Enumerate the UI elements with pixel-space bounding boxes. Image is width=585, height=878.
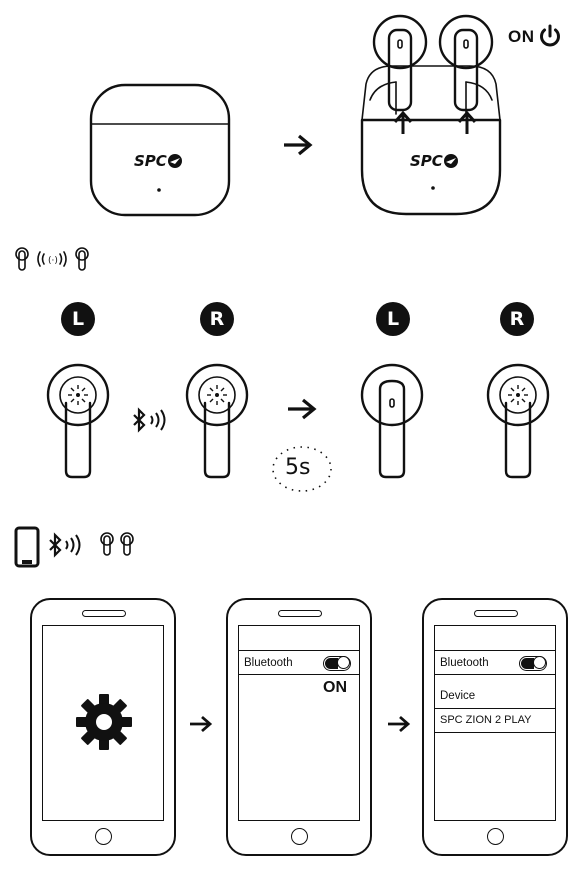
bluetooth-toggle[interactable] <box>323 656 351 671</box>
gear-icon <box>76 694 132 750</box>
badge-left-1: L <box>61 302 95 336</box>
case-logo-left: SPC <box>134 152 167 170</box>
screen-divider <box>239 650 359 651</box>
bluetooth-label: Bluetooth <box>244 657 293 669</box>
logo-swoosh-icon <box>444 154 458 168</box>
phone-screen: Bluetooth Device SPC ZION 2 PLAY <box>434 625 556 821</box>
screen-divider <box>239 674 359 675</box>
phone-speaker <box>82 610 126 617</box>
bluetooth-row[interactable]: Bluetooth <box>239 653 359 673</box>
svg-text:(·): (·) <box>48 256 58 266</box>
timer-icon <box>272 446 332 492</box>
screen-divider <box>435 650 555 651</box>
badge-right-2: R <box>500 302 534 336</box>
phone-home-button <box>487 828 504 845</box>
phone-bluetooth-earbuds-icon <box>14 526 134 568</box>
badge-left-2: L <box>376 302 410 336</box>
up-arrow-icon <box>393 110 413 134</box>
device-section-label: Device <box>440 690 476 702</box>
phone-screen: Bluetooth ON <box>238 625 360 821</box>
device-list-item[interactable]: SPC ZION 2 PLAY <box>435 710 555 730</box>
earbud-left-led <box>46 363 110 479</box>
charging-case-open <box>360 14 502 216</box>
phone-3: Bluetooth Device SPC ZION 2 PLAY <box>422 598 568 856</box>
on-label: ON <box>508 27 535 46</box>
up-arrow-icon <box>457 110 477 134</box>
case-logo-right: SPC <box>410 152 443 170</box>
arrow-right-2 <box>288 398 317 420</box>
bluetooth-toggle[interactable] <box>519 656 547 671</box>
power-icon <box>540 24 560 47</box>
arrow-right-3 <box>190 715 213 733</box>
screen-divider <box>435 732 555 733</box>
earbud-right-led-2 <box>486 363 550 479</box>
charging-case-closed <box>89 83 231 217</box>
arrow-right-1 <box>284 134 313 156</box>
bluetooth-row[interactable]: Bluetooth <box>435 653 555 673</box>
earbud-left-plain <box>360 363 424 479</box>
phone-home-button <box>291 828 308 845</box>
phone-speaker <box>278 610 322 617</box>
screen-divider <box>435 708 555 709</box>
phone-2: Bluetooth ON <box>226 598 372 856</box>
badge-right-1: R <box>200 302 234 336</box>
device-name: SPC ZION 2 PLAY <box>440 714 532 726</box>
phone-1 <box>30 598 176 856</box>
bluetooth-signal-icon <box>133 407 166 433</box>
logo-swoosh-icon <box>168 154 182 168</box>
bluetooth-label: Bluetooth <box>440 657 489 669</box>
earbud-pair-signal-icon: (·) <box>15 247 89 271</box>
phone-home-button <box>95 828 112 845</box>
phone-screen <box>42 625 164 821</box>
timer-label: 5s <box>285 455 311 480</box>
earbud-right-led <box>185 363 249 479</box>
screen-divider <box>435 674 555 675</box>
phone-speaker <box>474 610 518 617</box>
bluetooth-on-status: ON <box>323 679 347 696</box>
arrow-right-4 <box>388 715 411 733</box>
